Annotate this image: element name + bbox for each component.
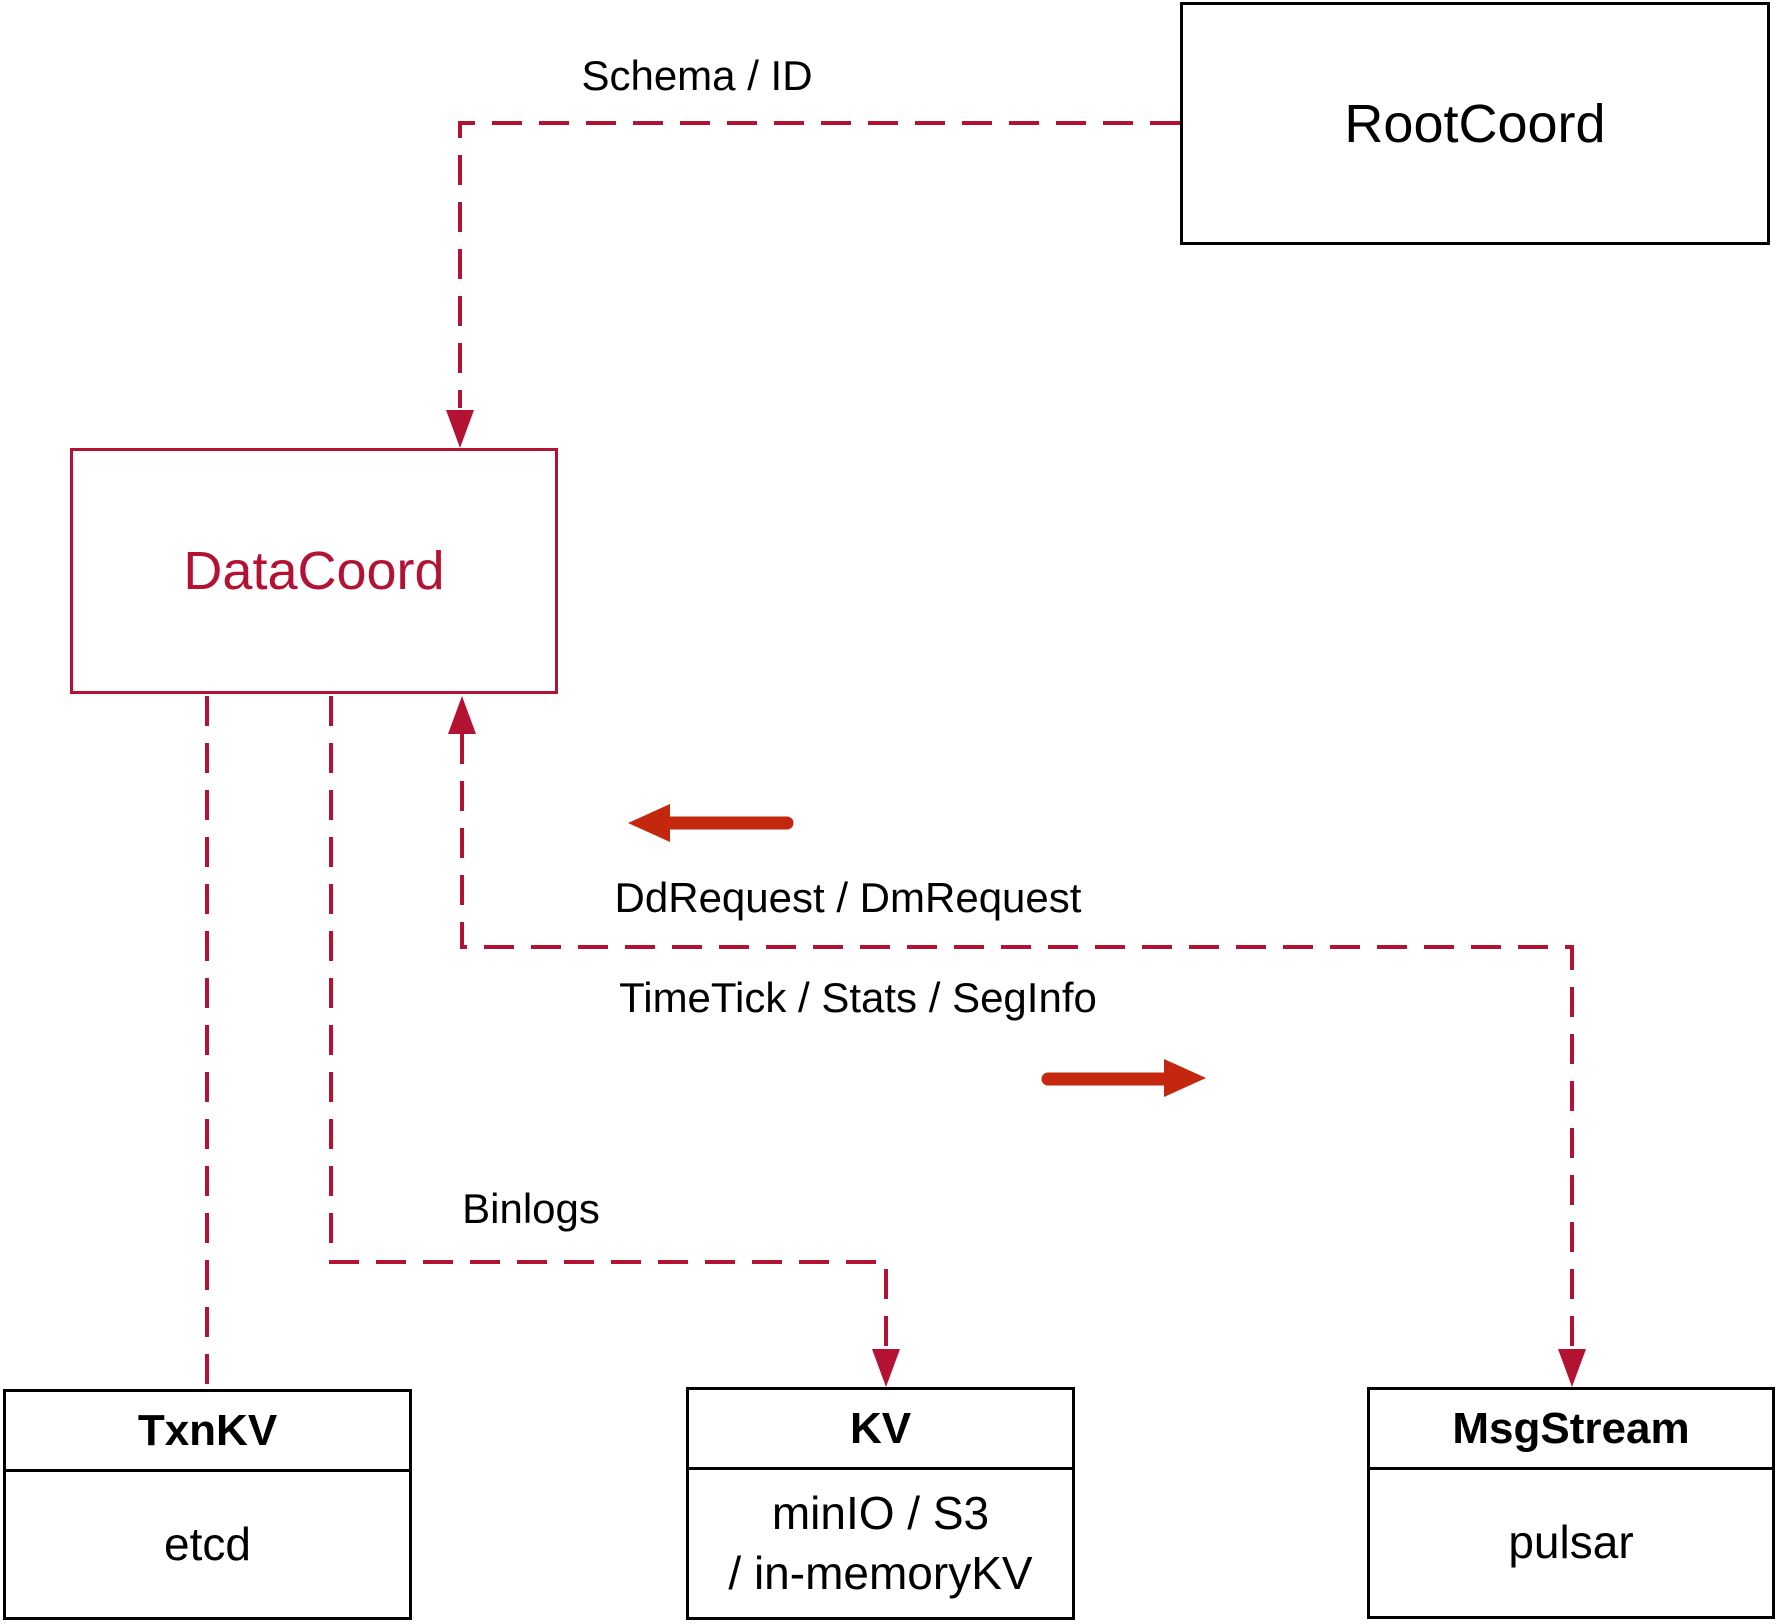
kv-body-line2: / in-memoryKV: [728, 1546, 1033, 1599]
txnkv-body: etcd: [164, 1517, 251, 1570]
edge-binlogs-line: [329, 696, 888, 1346]
edge-datacoord-msgstream-line: [460, 734, 1574, 1346]
kv-body-line1: minIO / S3: [771, 1486, 990, 1539]
arrowhead-down-datacoord-icon: [446, 410, 474, 448]
msgstream-title: MsgStream: [1370, 1390, 1772, 1470]
edge-schema-id-line: [458, 121, 1180, 408]
arrowhead-down-kv-icon: [872, 1349, 900, 1387]
node-rootcoord: RootCoord: [1180, 2, 1770, 245]
txnkv-title: TxnKV: [6, 1392, 409, 1472]
edge-label-timetick-stats-seginfo: TimeTick / Stats / SegInfo: [619, 974, 1097, 1021]
solid-arrow-left-head-icon: [628, 804, 670, 842]
node-txnkv: TxnKV etcd: [3, 1389, 412, 1620]
node-msgstream: MsgStream pulsar: [1367, 1387, 1775, 1619]
kv-title: KV: [689, 1390, 1072, 1470]
arrowhead-down-msgstream-icon: [1558, 1349, 1586, 1387]
edge-label-ddrequest-dmrequest: DdRequest / DmRequest: [614, 874, 1082, 921]
edge-label-binlogs: Binlogs: [462, 1185, 600, 1232]
arrowhead-up-datacoord-icon: [448, 696, 476, 734]
node-rootcoord-label: RootCoord: [1344, 93, 1606, 154]
node-datacoord-label: DataCoord: [183, 541, 445, 601]
edge-label-schema-id: Schema / ID: [581, 52, 813, 99]
msgstream-body: pulsar: [1508, 1516, 1634, 1569]
solid-arrow-right-head-icon: [1164, 1059, 1206, 1097]
node-kv: KV minIO / S3 / in-memoryKV: [686, 1387, 1075, 1620]
node-datacoord: DataCoord: [70, 448, 558, 694]
